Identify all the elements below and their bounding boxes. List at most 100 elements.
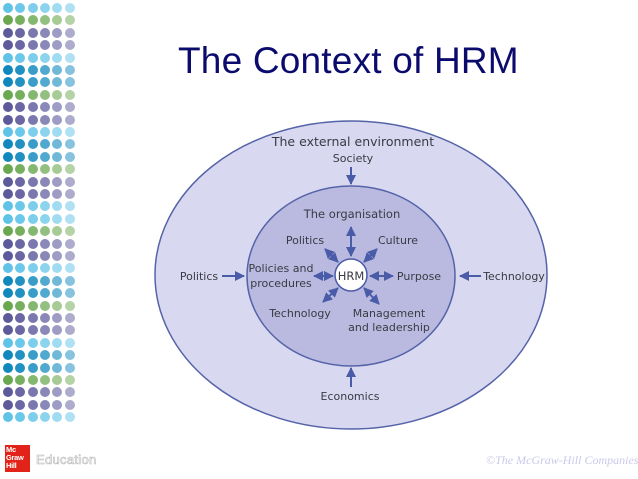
decorative-dot <box>3 213 13 224</box>
decorative-dot <box>15 387 26 398</box>
decorative-dot <box>27 226 38 237</box>
hrm-center-label: HRM <box>338 269 365 283</box>
decorative-dot <box>39 15 50 26</box>
decorative-dot <box>52 114 63 125</box>
decorative-dot <box>39 3 50 13</box>
decorative-dot <box>64 337 75 348</box>
decorative-dot <box>3 77 13 88</box>
decorative-dot <box>39 102 50 113</box>
decorative-dot <box>39 114 50 125</box>
decorative-dot <box>64 189 75 199</box>
decorative-dot <box>27 387 38 398</box>
decorative-dot <box>15 127 26 137</box>
decorative-dot <box>15 226 26 237</box>
decorative-dot <box>52 27 63 38</box>
decorative-dot <box>64 238 75 249</box>
decorative-dot <box>52 102 63 113</box>
slide-title: The Context of HRM <box>178 40 519 81</box>
decorative-dot <box>3 89 13 100</box>
decorative-dot <box>39 226 50 237</box>
decorative-dot <box>15 399 26 410</box>
decorative-dot <box>15 77 26 88</box>
decorative-dot <box>39 275 50 286</box>
decorative-dot <box>3 288 13 299</box>
policies-label-line2: procedures <box>250 277 312 290</box>
decorative-dot <box>27 263 38 274</box>
decorative-dot <box>39 288 50 299</box>
decorative-dot <box>64 362 75 373</box>
decorative-dot <box>27 15 38 26</box>
decorative-dot <box>39 238 50 249</box>
decorative-dot <box>15 313 26 323</box>
logo-line-1: Mc <box>6 445 16 454</box>
decorative-dot <box>39 251 50 261</box>
decorative-dot <box>64 251 75 261</box>
decorative-dot <box>52 313 63 323</box>
decorative-dot <box>39 139 50 150</box>
decorative-dot <box>52 300 63 311</box>
decorative-dot <box>52 127 63 137</box>
decorative-dot <box>39 201 50 212</box>
decorative-dot <box>3 139 13 150</box>
decorative-dot <box>15 139 26 150</box>
decorative-dot <box>15 65 26 75</box>
decorative-dot <box>52 263 63 274</box>
decorative-dot <box>64 325 75 336</box>
decorative-dot <box>52 15 63 26</box>
decorative-dot <box>3 27 13 38</box>
economics-label: Economics <box>321 390 380 403</box>
policies-label-line1: Policies and <box>249 262 314 275</box>
decorative-dot <box>3 164 13 175</box>
education-wordmark: Education <box>36 452 97 468</box>
decorative-dot <box>27 151 38 162</box>
decorative-dot <box>15 52 26 63</box>
logo-line-2: Graw <box>6 453 24 462</box>
decorative-dot <box>3 127 13 137</box>
culture-double-arrow-icon <box>363 248 378 263</box>
decorative-dot <box>27 114 38 125</box>
decorative-dot <box>3 251 13 261</box>
decorative-dot <box>39 164 50 175</box>
decorative-dot <box>15 375 26 385</box>
decorative-dot <box>39 375 50 385</box>
decorative-dot <box>27 337 38 348</box>
decorative-dot <box>39 313 50 323</box>
decorative-dot <box>52 238 63 249</box>
decorative-dot <box>3 3 13 13</box>
decorative-dot <box>27 201 38 212</box>
decorative-dot <box>52 350 63 361</box>
culture-label: Culture <box>378 234 418 247</box>
decorative-dot <box>3 362 13 373</box>
decorative-dot <box>27 40 38 51</box>
decorative-dot <box>3 189 13 199</box>
mcgraw-hill-logo: Mc Graw Hill <box>5 445 30 472</box>
decorative-dot <box>64 77 75 88</box>
decorative-dot <box>27 275 38 286</box>
decorative-dot <box>3 300 13 311</box>
decorative-dot <box>64 65 75 75</box>
decorative-dot <box>27 189 38 199</box>
decorative-dot <box>64 151 75 162</box>
external-environment-label: The external environment <box>271 134 434 149</box>
management-label-line2: and leadership <box>348 321 430 334</box>
decorative-dot <box>3 114 13 125</box>
decorative-dot <box>52 176 63 187</box>
decorative-dot <box>52 362 63 373</box>
decorative-dot <box>64 226 75 237</box>
decorative-dot <box>64 164 75 175</box>
decorative-dot <box>39 387 50 398</box>
copyright-notice: ©The McGraw-Hill Companies, <box>486 453 638 467</box>
decorative-dot <box>52 226 63 237</box>
decorative-dot <box>15 40 26 51</box>
decorative-dot <box>64 176 75 187</box>
decorative-dot <box>52 139 63 150</box>
decorative-dot <box>64 300 75 311</box>
technology-external-label: Technology <box>482 270 545 283</box>
decorative-dot <box>15 263 26 274</box>
decorative-dot <box>39 89 50 100</box>
decorative-dot <box>15 102 26 113</box>
decorative-dot <box>64 40 75 51</box>
politics-internal-label: Politics <box>286 234 325 247</box>
decorative-dot <box>39 189 50 199</box>
